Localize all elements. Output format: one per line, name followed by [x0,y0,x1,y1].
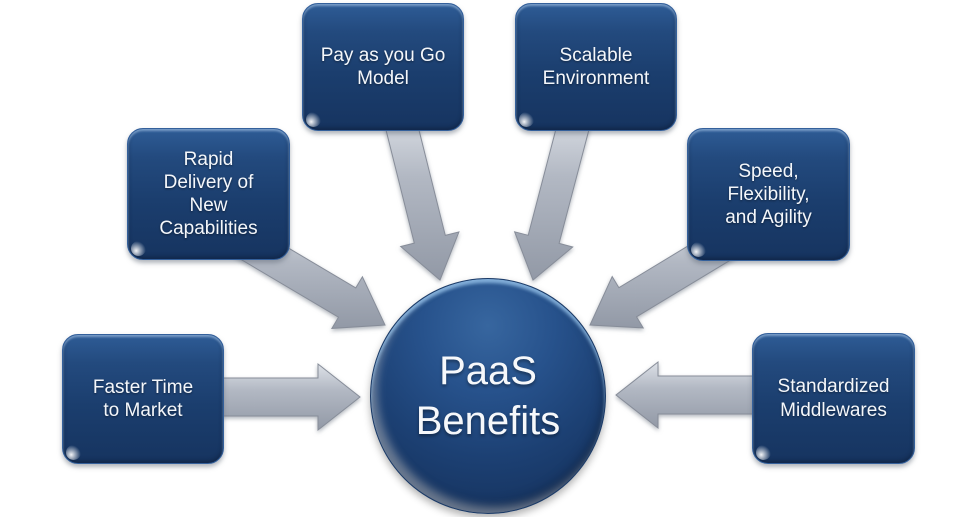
benefit-label-scalable-environment: Scalable Environment [542,44,650,89]
arrow-pay-as-you-go-to-center [381,107,460,281]
arrow-faster-time-to-center [212,362,361,432]
center-hub-label: PaaS Benefits [415,349,561,443]
benefit-box-scalable-environment: Scalable Environment [515,3,677,131]
benefit-box-rapid-delivery-of-new-capabilities: Rapid Delivery of New Capabilities [127,128,290,260]
center-hub-paas-benefits: PaaS Benefits [370,278,606,514]
benefit-box-standardized-middlewares: Standardized Middlewares [752,333,915,464]
benefit-label-pay-as-you-go-model: Pay as you Go Model [320,44,446,89]
arrow-scalable-to-center [513,107,594,281]
benefit-box-pay-as-you-go-model: Pay as you Go Model [302,3,464,131]
benefit-label-faster-time-to-market: Faster Time to Market [92,376,194,421]
benefit-label-speed-flexibility-and-agility: Speed, Flexibility, and Agility [725,160,812,229]
benefit-box-faster-time-to-market: Faster Time to Market [62,334,224,464]
arrow-standardized-to-center [615,360,762,430]
benefit-label-rapid-delivery-of-new-capabilities: Rapid Delivery of New Capabilities [159,148,258,240]
benefit-label-standardized-middlewares: Standardized Middlewares [777,376,890,421]
benefit-box-speed-flexibility-and-agility: Speed, Flexibility, and Agility [687,128,850,261]
